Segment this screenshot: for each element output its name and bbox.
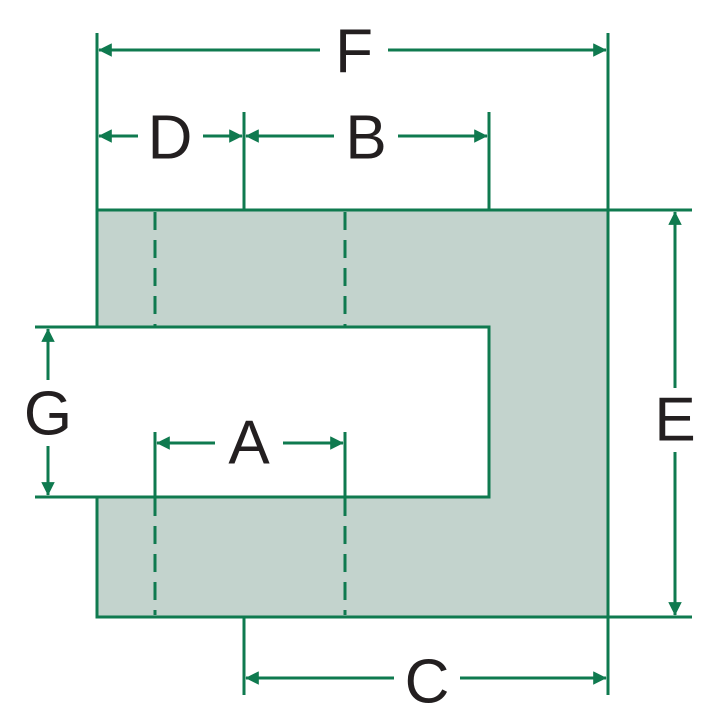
dimension-label-g: G — [24, 380, 72, 449]
dimension-label-b: B — [345, 104, 386, 173]
part-body — [35, 210, 608, 617]
hidden-lines — [153, 212, 347, 615]
extension-lines — [95, 33, 692, 695]
dimension-label-d: D — [148, 104, 193, 173]
dimension-label-e: E — [654, 386, 695, 455]
dimension-label-c: C — [405, 648, 450, 717]
dimension-label-a: A — [228, 409, 270, 478]
dimension-label-f: F — [335, 18, 373, 87]
part-outline — [35, 208, 610, 619]
dimension-arrows — [41, 43, 682, 685]
